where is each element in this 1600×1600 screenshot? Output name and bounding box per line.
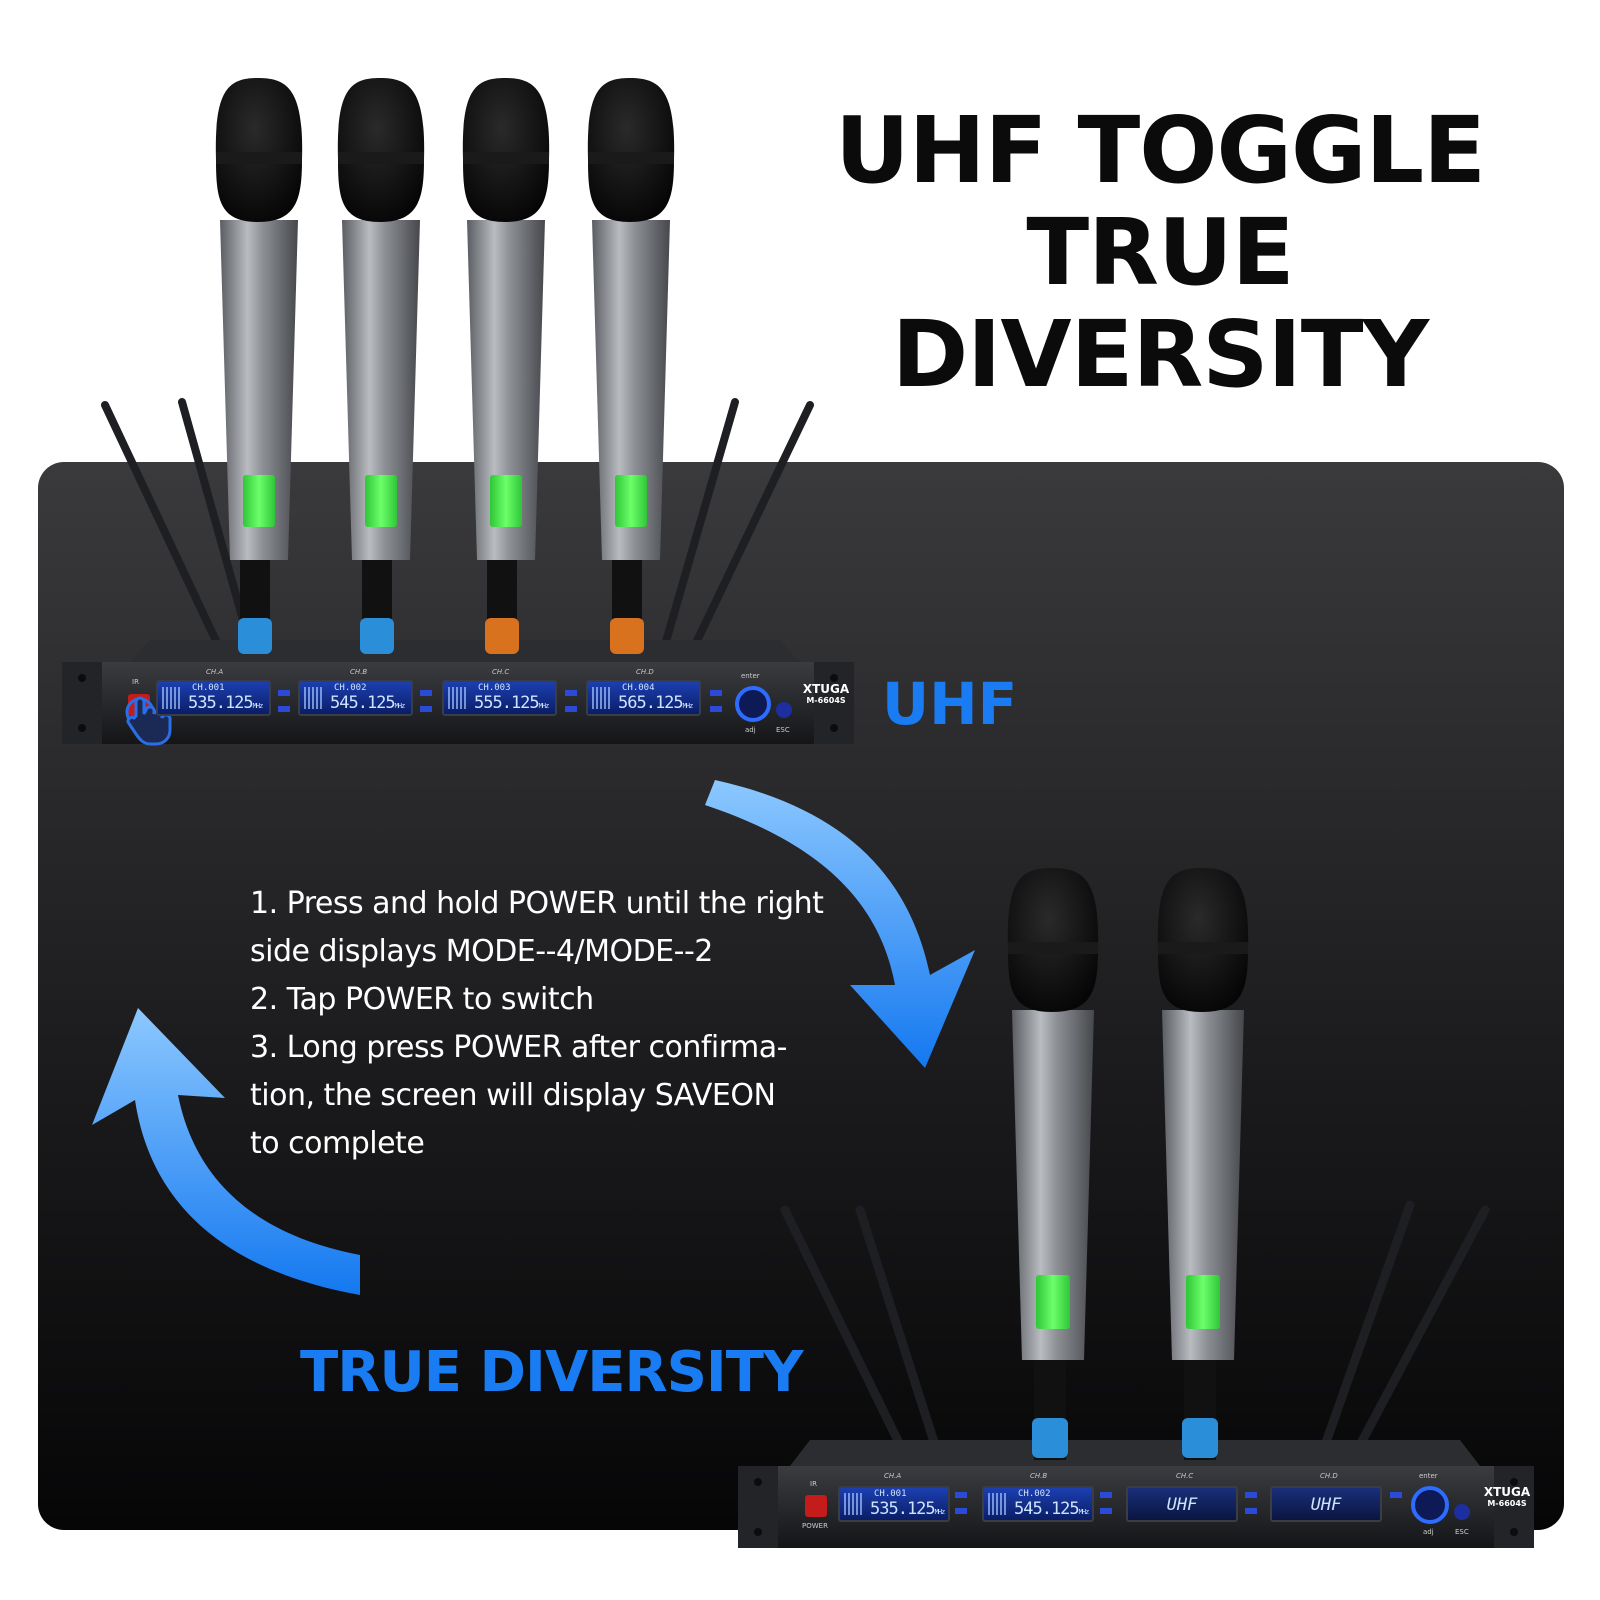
bottom-lcd-b-freq: 545.125MHz	[1014, 1499, 1089, 1519]
bottom-lcd-channel-b: CH.002 545.125MHz	[982, 1486, 1094, 1522]
headline-line-1: UHF TOGGLE	[834, 97, 1486, 204]
top-esc-button[interactable]	[776, 702, 792, 718]
top-channel-a-label: CH.A	[206, 668, 224, 676]
top-lcd-channel-c: CH.003 555.125MHz	[442, 680, 557, 716]
bottom-esc-button[interactable]	[1454, 1504, 1470, 1520]
top-lcd-channel-d: CH.004 565.125MHz	[586, 680, 701, 716]
top-lcd-c-ch: CH.003	[478, 683, 511, 693]
top-lcd-d-ch: CH.004	[622, 683, 655, 693]
top-ir-label: IR	[132, 678, 139, 686]
bottom-channel-c-label: CH.C	[1176, 1472, 1194, 1480]
top-microphones	[215, 78, 675, 654]
top-esc-label: ESC	[776, 726, 790, 734]
top-lcd-b-freq: 545.125MHz	[330, 693, 405, 713]
top-lcd-d-freq: 565.125MHz	[618, 693, 693, 713]
top-lcd-c-freq: 555.125MHz	[474, 693, 549, 713]
bottom-lcd-b-ch: CH.002	[1018, 1489, 1051, 1499]
instruction-line: 1. Press and hold POWER until the right	[250, 886, 824, 921]
bottom-microphones	[1007, 868, 1249, 1460]
top-channel-d-label: CH.D	[636, 668, 654, 676]
bottom-lcd-a-freq: 535.125MHz	[870, 1499, 945, 1519]
hand-pointer-icon	[125, 696, 172, 746]
instruction-line: side displays MODE--4/MODE--2	[250, 934, 713, 969]
bottom-esc-label: ESC	[1455, 1528, 1469, 1536]
instruction-line: 3. Long press POWER after confirma-	[250, 1030, 787, 1065]
bottom-power-label: POWER	[802, 1522, 828, 1530]
bottom-enter-label: enter	[1419, 1472, 1438, 1480]
top-brand-name: XTUGA	[802, 682, 850, 696]
top-lcd-a-ch: CH.001	[192, 683, 225, 693]
top-receiver-antennas	[101, 398, 814, 649]
bottom-model-number: M-6604S	[1487, 1499, 1527, 1508]
uhf-mode-label: UHF	[882, 670, 1018, 738]
top-enter-label: enter	[741, 672, 760, 680]
top-control-knob[interactable]	[735, 686, 771, 722]
arrow-down-right-icon	[705, 780, 975, 1068]
bottom-lcd-d-mode: UHF	[1310, 1495, 1342, 1515]
top-lcd-a-freq: 535.125MHz	[188, 693, 263, 713]
bottom-lcd-a-ch: CH.001	[874, 1489, 907, 1499]
bottom-lcd-channel-a: CH.001 535.125MHz	[838, 1486, 950, 1522]
bottom-brand-name: XTUGA	[1483, 1485, 1531, 1499]
bottom-control-knob[interactable]	[1411, 1486, 1449, 1524]
top-lcd-b-ch: CH.002	[334, 683, 367, 693]
top-lcd-channel-a: CH.001 535.125MHz	[156, 680, 271, 716]
instruction-line: tion, the screen will display SAVEON	[250, 1078, 776, 1113]
bottom-brand-logo: XTUGA M-6604S	[1482, 1486, 1532, 1510]
true-diversity-mode-label: TRUE DIVERSITY	[300, 1340, 803, 1405]
bottom-lcd-channel-c: UHF	[1126, 1486, 1238, 1522]
top-lcd-channel-b: CH.002 545.125MHz	[298, 680, 413, 716]
instruction-line: 2. Tap POWER to switch	[250, 982, 594, 1017]
instruction-steps: 1. Press and hold POWER until the right …	[250, 880, 824, 1168]
bottom-channel-b-label: CH.B	[1030, 1472, 1048, 1480]
bottom-power-button[interactable]	[805, 1495, 827, 1517]
bottom-lcd-channel-d: UHF	[1270, 1486, 1382, 1522]
bottom-channel-a-label: CH.A	[884, 1472, 902, 1480]
bottom-ir-label: IR	[810, 1480, 817, 1488]
bottom-lcd-c-mode: UHF	[1166, 1495, 1198, 1515]
top-channel-c-label: CH.C	[492, 668, 510, 676]
headline: UHF TOGGLE TRUE DIVERSITY	[760, 100, 1560, 406]
bottom-adj-label: adj	[1423, 1528, 1434, 1536]
top-model-number: M-6604S	[806, 696, 846, 705]
top-brand-logo: XTUGA M-6604S	[802, 683, 850, 707]
headline-line-2: TRUE DIVERSITY	[891, 199, 1429, 408]
instruction-line: to complete	[250, 1126, 425, 1161]
top-adj-label: adj	[745, 726, 756, 734]
bottom-receiver-antennas	[780, 1200, 1490, 1450]
top-channel-b-label: CH.B	[350, 668, 368, 676]
arrow-up-left-icon	[92, 1008, 360, 1295]
bottom-channel-d-label: CH.D	[1320, 1472, 1338, 1480]
